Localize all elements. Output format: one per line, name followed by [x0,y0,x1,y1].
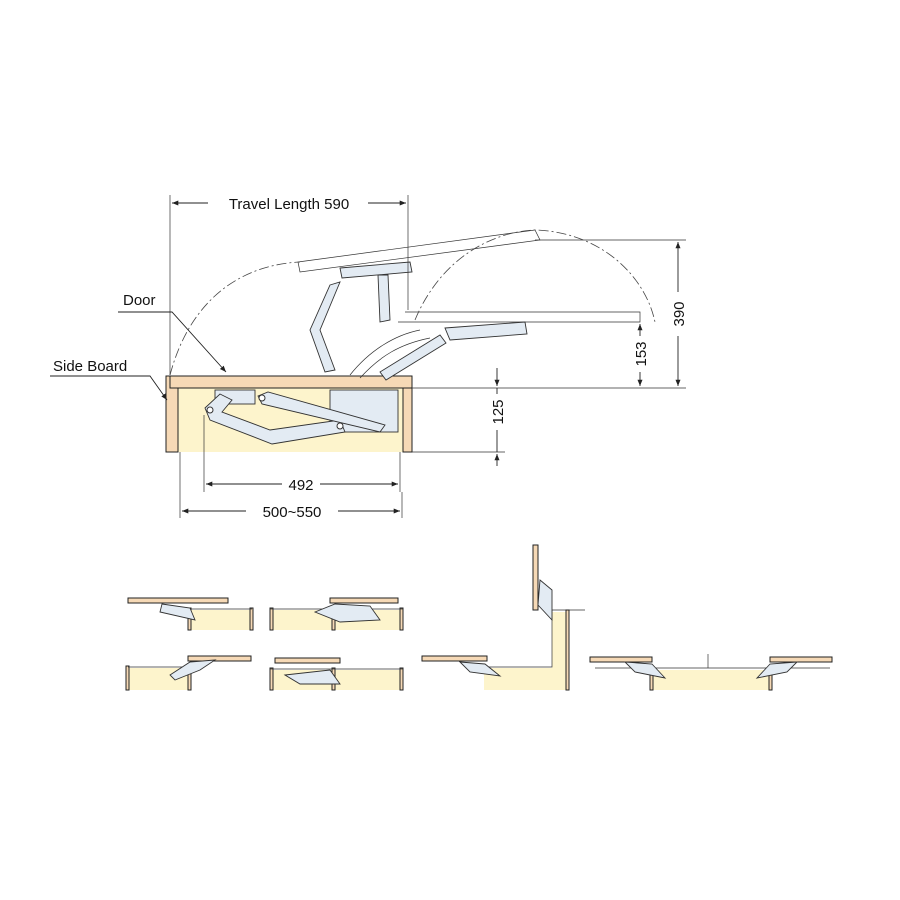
dimension-125-label: 125 [490,399,507,424]
dimension-390: 390 [412,239,688,389]
variant-4 [269,657,404,691]
variant-5 [421,544,585,691]
dimension-492-label: 492 [288,477,313,494]
mechanism-closed [204,389,399,445]
travel-length-label: Travel Length 590 [229,196,349,213]
dimension-500-550: 500~550 [179,452,403,521]
travel-length-dimension: Travel Length 590 [169,195,409,375]
variant-1 [127,597,254,631]
closed-door [169,375,413,389]
dimension-153-label: 153 [633,341,650,366]
door-callout: Door [118,292,227,373]
open-door [169,229,656,381]
side-board-label: Side Board [53,358,127,375]
dimension-500-550-label: 500~550 [263,504,322,521]
door-label: Door [123,292,156,309]
side-board-callout: Side Board [50,358,168,401]
variant-2 [269,597,404,631]
variant-3 [125,655,252,691]
dimension-153: 153 [633,324,650,386]
dimension-390-label: 390 [671,301,688,326]
dimension-492: 492 [203,415,401,494]
variant-6 [589,654,833,691]
right-side-board [402,387,413,453]
dimension-125: 125 [412,368,507,466]
